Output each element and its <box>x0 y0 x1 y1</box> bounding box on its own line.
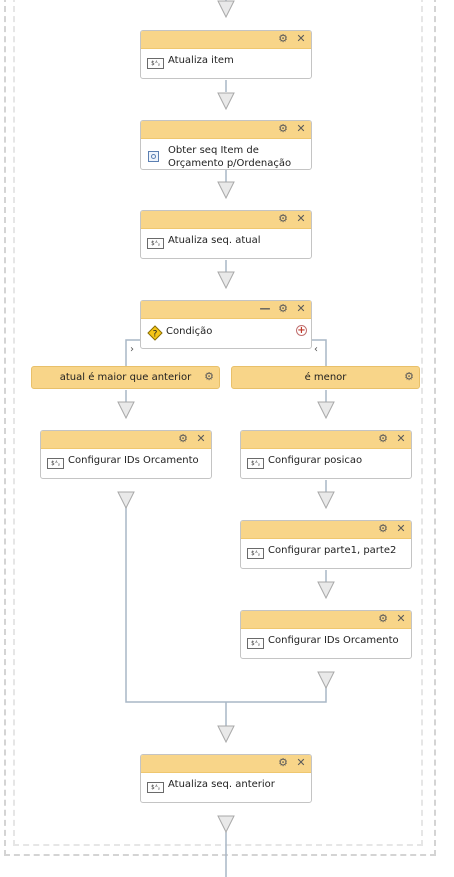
drop-arrow-6 <box>117 491 135 510</box>
close-icon[interactable]: ✕ <box>296 212 306 225</box>
activity-label: Configurar posicao <box>268 455 363 466</box>
condition-header: — ⚙ ✕ <box>141 301 311 319</box>
close-icon[interactable]: ✕ <box>396 612 406 625</box>
gear-icon[interactable]: ⚙ <box>378 522 388 535</box>
drop-arrow-10 <box>217 725 235 744</box>
gear-icon[interactable]: ⚙ <box>178 432 188 445</box>
close-icon[interactable]: ✕ <box>296 302 306 315</box>
svg-text:?: ? <box>153 330 158 340</box>
branch-left-header[interactable]: atual é maior que anterior ⚙ <box>31 366 220 389</box>
branch-label: atual é maior que anterior <box>59 372 192 383</box>
assign-icon: $ᴬᵦ <box>147 58 164 69</box>
activity-configurar-ids-right[interactable]: ⚙ ✕ $ᴬᵦ Configurar IDs Orcamento <box>240 610 412 659</box>
drop-arrow-7 <box>317 491 335 510</box>
close-icon[interactable]: ✕ <box>296 32 306 45</box>
chevron-right-icon[interactable]: › <box>130 344 134 355</box>
drop-arrow-1 <box>217 92 235 111</box>
inner-sequence-frame <box>13 0 423 846</box>
close-icon[interactable]: ✕ <box>296 756 306 769</box>
close-icon[interactable]: ✕ <box>296 122 306 135</box>
activity-header: ⚙ ✕ <box>41 431 211 449</box>
activity-configurar-posicao[interactable]: ⚙ ✕ $ᴬᵦ Configurar posicao <box>240 430 412 479</box>
gear-icon[interactable]: ⚙ <box>278 32 288 45</box>
activity-header: ⚙ ✕ <box>141 121 311 139</box>
activity-configurar-partes[interactable]: ⚙ ✕ $ᴬᵦ Configurar parte1, parte2 <box>240 520 412 569</box>
close-icon[interactable]: ✕ <box>196 432 206 445</box>
branch-right-header[interactable]: é menor ⚙ <box>231 366 420 389</box>
drop-arrow-5 <box>317 401 335 420</box>
activity-label: Obter seq Item de Orçamento p/Ordenação <box>168 145 292 169</box>
drop-arrow-8 <box>317 581 335 600</box>
branch-label: é menor <box>304 372 347 383</box>
activity-label: Atualiza item <box>168 55 234 66</box>
condition-block[interactable]: — ⚙ ✕ ? Condição + <box>140 300 312 349</box>
activity-label: Atualiza seq. atual <box>168 235 261 246</box>
close-icon[interactable]: ✕ <box>396 522 406 535</box>
activity-atualiza-seq-atual[interactable]: ⚙ ✕ $ᴬᵦ Atualiza seq. atual <box>140 210 312 259</box>
activity-configurar-ids-left[interactable]: ⚙ ✕ $ᴬᵦ Configurar IDs Orcamento <box>40 430 212 479</box>
gear-icon[interactable]: ⚙ <box>278 212 288 225</box>
activity-atualiza-seq-anterior[interactable]: ⚙ ✕ $ᴬᵦ Atualiza seq. anterior <box>140 754 312 803</box>
activity-header: ⚙ ✕ <box>241 521 411 539</box>
assign-icon: $ᴬᵦ <box>247 458 264 469</box>
gear-icon[interactable]: ⚙ <box>278 756 288 769</box>
activity-atualiza-item[interactable]: ⚙ ✕ $ᴬᵦ Atualiza item <box>140 30 312 79</box>
chevron-left-icon[interactable]: ‹ <box>314 344 318 355</box>
add-branch-icon[interactable]: + <box>296 325 307 336</box>
drop-arrow-4 <box>117 401 135 420</box>
gear-icon[interactable]: ⚙ <box>278 122 288 135</box>
drop-arrow-3 <box>217 271 235 290</box>
drop-arrow-9 <box>317 671 335 690</box>
assign-icon: $ᴬᵦ <box>47 458 64 469</box>
gear-icon[interactable]: ⚙ <box>378 432 388 445</box>
assign-icon: $ᴬᵦ <box>147 782 164 793</box>
assign-icon: $ᴬᵦ <box>247 548 264 559</box>
drop-arrow-11 <box>217 815 235 834</box>
assign-icon: $ᴬᵦ <box>147 238 164 249</box>
assign-icon: $ᴬᵦ <box>247 638 264 649</box>
activity-label: Configurar IDs Orcamento <box>68 455 199 466</box>
activity-header: ⚙ ✕ <box>141 211 311 229</box>
drop-arrow-0 <box>217 0 235 19</box>
gear-icon[interactable]: ⚙ <box>278 302 288 315</box>
activity-header: ⚙ ✕ <box>241 431 411 449</box>
outer-sequence-frame <box>4 0 436 856</box>
collapse-icon[interactable]: — <box>259 302 271 315</box>
activity-label: Configurar parte1, parte2 <box>268 545 397 556</box>
close-icon[interactable]: ✕ <box>396 432 406 445</box>
gear-icon[interactable]: ⚙ <box>378 612 388 625</box>
invoke-icon <box>148 151 159 162</box>
activity-label: Atualiza seq. anterior <box>168 779 275 790</box>
activity-obter-seq[interactable]: ⚙ ✕ Obter seq Item de Orçamento p/Ordena… <box>140 120 312 170</box>
condition-label: Condição <box>166 326 213 337</box>
activity-header: ⚙ ✕ <box>141 31 311 49</box>
activity-label: Configurar IDs Orcamento <box>268 635 399 646</box>
condition-icon: ? <box>147 325 163 341</box>
activity-header: ⚙ ✕ <box>141 755 311 773</box>
gear-icon[interactable]: ⚙ <box>404 370 414 383</box>
gear-icon[interactable]: ⚙ <box>204 370 214 383</box>
activity-header: ⚙ ✕ <box>241 611 411 629</box>
drop-arrow-2 <box>217 181 235 200</box>
